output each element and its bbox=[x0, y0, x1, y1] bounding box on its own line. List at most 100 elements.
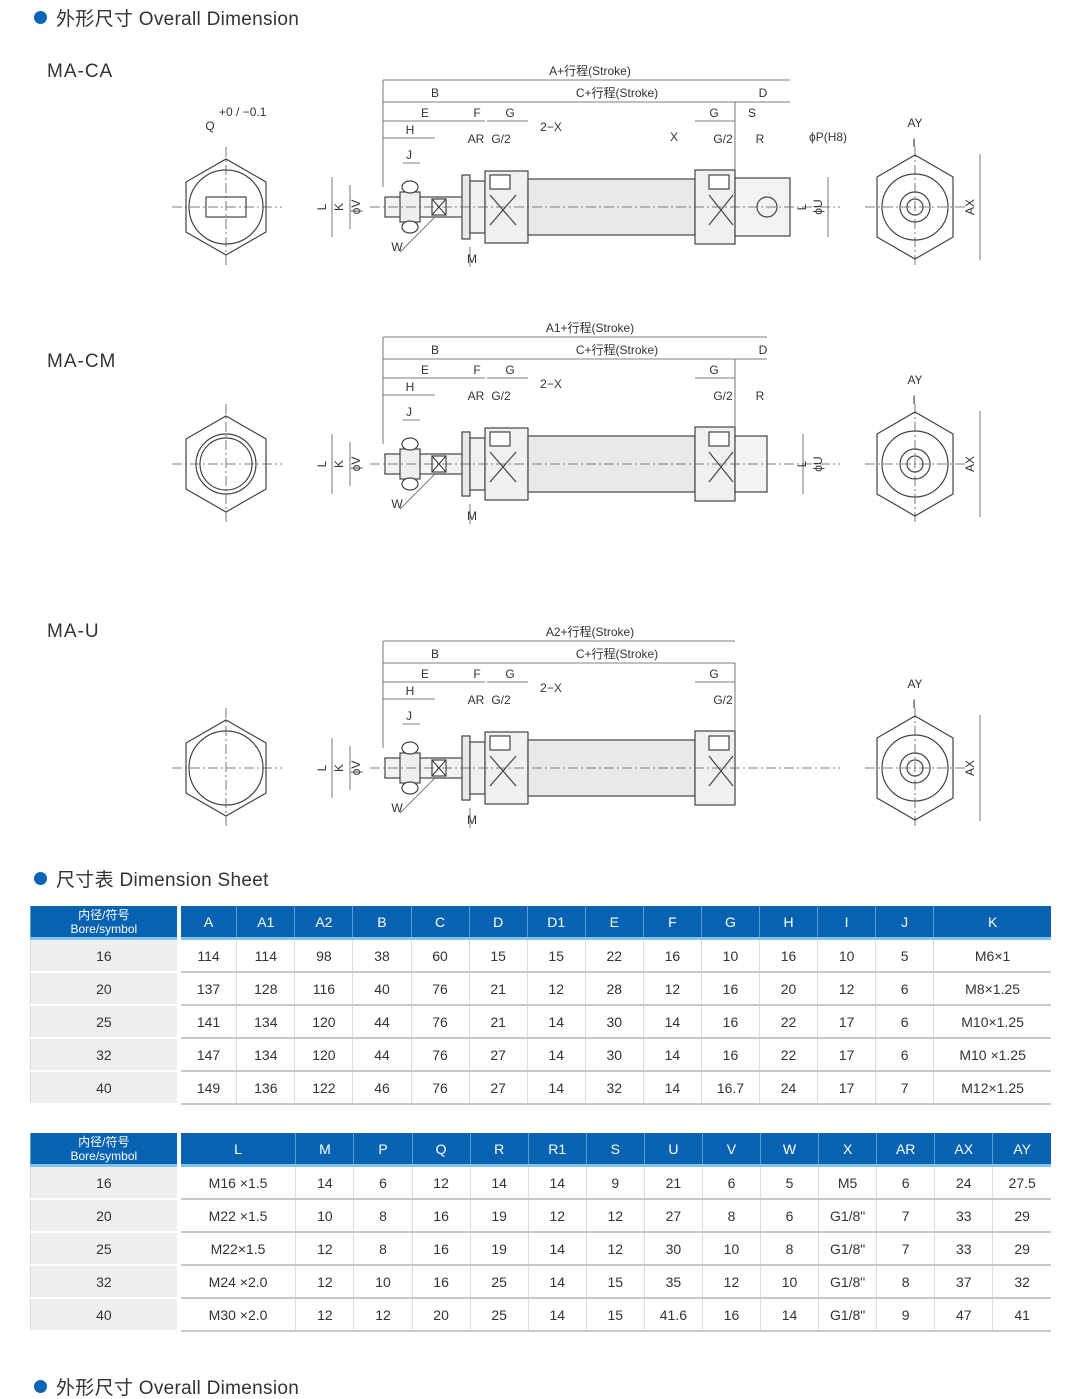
header-bore-line: 内径/符号 bbox=[78, 907, 130, 922]
dimension-label-m: M bbox=[467, 252, 477, 266]
table-cell: 14 bbox=[642, 1005, 702, 1039]
dimension-label-l: L bbox=[315, 460, 329, 467]
dimension-label-ax: AX bbox=[963, 456, 977, 472]
table-cell: 137 bbox=[178, 972, 237, 1006]
table-cell: 128 bbox=[236, 972, 295, 1006]
table-cell: 25 bbox=[469, 1298, 529, 1332]
table-cell: M12×1.25 bbox=[933, 1071, 1051, 1105]
table-cell: 40 bbox=[352, 972, 412, 1006]
section-heading-sheet: 尺寸表 Dimension Sheet bbox=[34, 865, 269, 892]
table-cell: 12 bbox=[585, 1232, 645, 1266]
bore-cell: 40 bbox=[29, 1071, 181, 1105]
table-cell: 16 bbox=[642, 938, 702, 973]
dimension-label-ar: AR bbox=[468, 693, 485, 707]
table-cell: 32 bbox=[992, 1265, 1051, 1299]
table-cell: 30 bbox=[643, 1232, 703, 1266]
table-cell: 22 bbox=[758, 1005, 818, 1039]
dimension-label-top: A2+行程(Stroke) bbox=[546, 624, 634, 639]
table-cell: 15 bbox=[468, 938, 528, 973]
dimension-label-m: M bbox=[467, 509, 477, 523]
dimension-lines bbox=[172, 336, 981, 524]
dimension-label-g2: G bbox=[709, 363, 718, 377]
dimension-label-j: J bbox=[406, 405, 412, 419]
dimension-label-h: H bbox=[406, 380, 415, 394]
dimension-label-b: B bbox=[431, 647, 439, 661]
dimension-label-ax: AX bbox=[963, 760, 977, 776]
table-cell: 7 bbox=[875, 1071, 934, 1105]
table-cell: 12 bbox=[642, 972, 702, 1006]
table-cell: 14 bbox=[527, 1265, 587, 1299]
bullet-icon bbox=[34, 11, 47, 24]
dimension-label-i: I bbox=[912, 697, 915, 711]
table-cell: 46 bbox=[352, 1071, 412, 1105]
column-header: E bbox=[584, 906, 644, 940]
model-label-ma-cm: MA-CM bbox=[47, 351, 117, 372]
dimension-label-gh: G/2 bbox=[491, 693, 511, 707]
table-cell: 114 bbox=[178, 938, 237, 973]
table-cell: 33 bbox=[934, 1232, 993, 1266]
table-cell: 35 bbox=[643, 1265, 703, 1299]
dimension-label-f: F bbox=[473, 363, 480, 377]
dimension-label-ax: AX bbox=[963, 199, 977, 215]
table-cell: 134 bbox=[236, 1038, 295, 1072]
table-cell: 17 bbox=[817, 1005, 876, 1039]
dimension-label-d: D bbox=[759, 343, 768, 357]
dimension-label-l: L bbox=[315, 203, 329, 210]
table-cell: 24 bbox=[934, 1165, 993, 1200]
table-cell: 98 bbox=[294, 938, 353, 973]
dimension-label-b: B bbox=[431, 343, 439, 357]
table-cell: 12 bbox=[701, 1265, 761, 1299]
table-cell: 24 bbox=[758, 1071, 818, 1105]
bore-cell: 16 bbox=[29, 938, 181, 973]
section-title: 尺寸表 Dimension Sheet bbox=[56, 870, 269, 891]
dimension-label-gh: G/2 bbox=[491, 389, 511, 403]
table-cell: 6 bbox=[876, 1165, 935, 1200]
table-cell: 44 bbox=[352, 1038, 412, 1072]
table-cell: 6 bbox=[875, 1038, 934, 1072]
table-cell: 14 bbox=[526, 1038, 586, 1072]
table-cell: 8 bbox=[876, 1265, 935, 1299]
table-cell: 10 bbox=[701, 1232, 761, 1266]
table-cell: M30 ×2.0 bbox=[178, 1298, 296, 1332]
column-header: L bbox=[178, 1133, 296, 1167]
dimension-label-i: I bbox=[912, 136, 915, 150]
table-cell: 27 bbox=[468, 1071, 528, 1105]
table-cell: M10×1.25 bbox=[933, 1005, 1051, 1039]
table-cell: 15 bbox=[585, 1265, 645, 1299]
column-header: J bbox=[875, 906, 934, 940]
column-header: S bbox=[585, 1133, 645, 1167]
dimension-label-p: ϕP(H8) bbox=[809, 130, 847, 144]
table-cell: M6×1 bbox=[933, 938, 1051, 973]
dimension-label-f: F bbox=[473, 667, 480, 681]
table-cell: 30 bbox=[584, 1005, 644, 1039]
table-cell: 116 bbox=[294, 972, 353, 1006]
table-cell: 6 bbox=[353, 1165, 413, 1200]
table-cell: 29 bbox=[992, 1232, 1051, 1266]
table-cell: G1/8" bbox=[818, 1265, 877, 1299]
dimension-label-h: H bbox=[406, 123, 415, 137]
table-cell: 14 bbox=[527, 1298, 587, 1332]
column-header: X bbox=[818, 1133, 877, 1167]
dimension-label-g2: G bbox=[709, 106, 718, 120]
table-cell: 76 bbox=[410, 972, 470, 1006]
bore-cell: 20 bbox=[29, 972, 181, 1006]
table-cell: 136 bbox=[236, 1071, 295, 1105]
table-cell: 19 bbox=[469, 1199, 529, 1233]
dimension-label-c: C+行程(Stroke) bbox=[576, 85, 658, 100]
table-cell: 30 bbox=[584, 1038, 644, 1072]
column-header: C bbox=[410, 906, 470, 940]
dimension-label-l2: L bbox=[795, 460, 809, 467]
dimension-label-ar: AR bbox=[468, 132, 485, 146]
table-cell: 12 bbox=[295, 1298, 354, 1332]
table-cell: 12 bbox=[527, 1199, 587, 1233]
column-header: B bbox=[352, 906, 412, 940]
section-heading-overall-2: 外形尺寸 Overall Dimension bbox=[34, 1373, 299, 1399]
